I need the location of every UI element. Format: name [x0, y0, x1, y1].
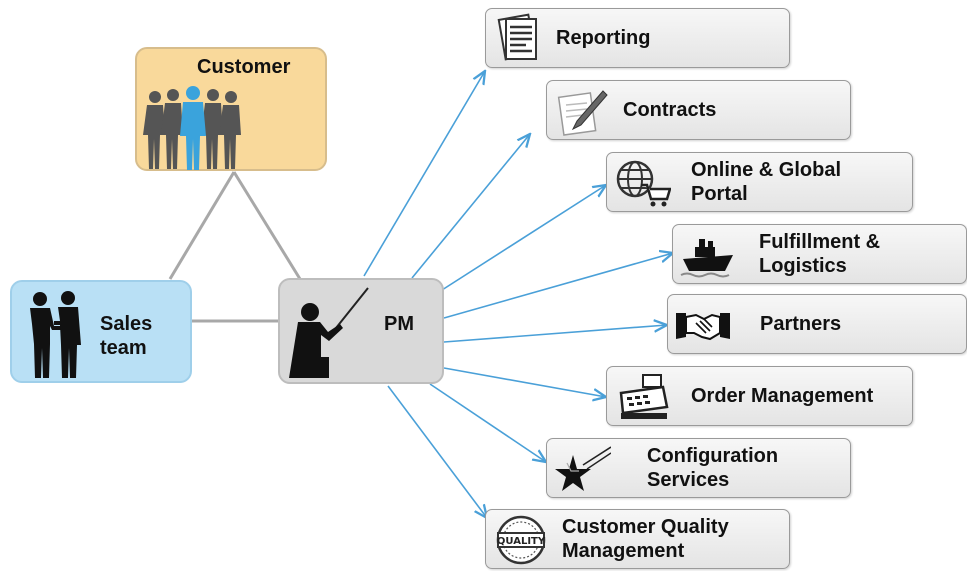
arrow-quality: [387, 385, 487, 518]
label-fulfillment-logistics: Fulfillment & Logistics: [759, 231, 881, 277]
arrow-portal: [441, 185, 606, 291]
arrow-contracts: [411, 134, 530, 279]
label-online-global-portal: Online & Global Portal: [691, 159, 842, 205]
box-partners: Partners: [667, 294, 967, 354]
cash-register-icon: [619, 374, 669, 419]
sales-team-node: Sales team: [10, 280, 192, 383]
box-order-management: Order Management: [606, 366, 913, 426]
arrow-reporting: [363, 71, 485, 277]
arrow-fulfillment: [443, 253, 673, 319]
ship-icon: [680, 239, 733, 278]
sales-team-label: Sales team: [100, 313, 153, 359]
box-fulfillment-logistics: Fulfillment & Logistics: [672, 224, 967, 284]
connector-customer-pm: [232, 171, 302, 280]
box-configuration-services: Configuration Services: [546, 438, 851, 498]
pm-node: PM: [278, 278, 444, 384]
report-icon: [497, 13, 537, 61]
pm-label: PM: [384, 313, 414, 335]
svg-text:QUALITY: QUALITY: [497, 536, 546, 547]
customer-node: Customer: [135, 47, 327, 171]
label-partners: Partners: [760, 313, 842, 335]
quality-seal-icon: QUALITY: [496, 515, 546, 565]
arrow-configuration: [429, 383, 546, 462]
label-contracts: Contracts: [623, 99, 717, 121]
arrow-order-management: [443, 367, 606, 397]
label-customer-quality-management: Customer Quality Management: [562, 516, 729, 562]
box-reporting: Reporting: [485, 8, 790, 68]
box-customer-quality-management: QUALITY Customer Quality Management: [485, 509, 790, 569]
handshake-people-icon: [30, 291, 81, 378]
connector-customer-sales: [168, 171, 236, 280]
presenter-icon: [289, 287, 369, 378]
customer-label: Customer: [197, 56, 291, 78]
box-online-global-portal: Online & Global Portal: [606, 152, 913, 212]
people-group-icon: [143, 86, 241, 170]
globe-cart-icon: [616, 160, 671, 207]
contract-pen-icon: [557, 90, 608, 136]
arrow-partners: [443, 325, 667, 343]
label-order-management: Order Management: [691, 385, 874, 407]
label-reporting: Reporting: [556, 27, 651, 49]
box-contracts: Contracts: [546, 80, 851, 140]
label-configuration-services: Configuration Services: [647, 445, 779, 491]
shooting-star-icon: [555, 446, 611, 491]
handshake-icon: [676, 313, 730, 341]
